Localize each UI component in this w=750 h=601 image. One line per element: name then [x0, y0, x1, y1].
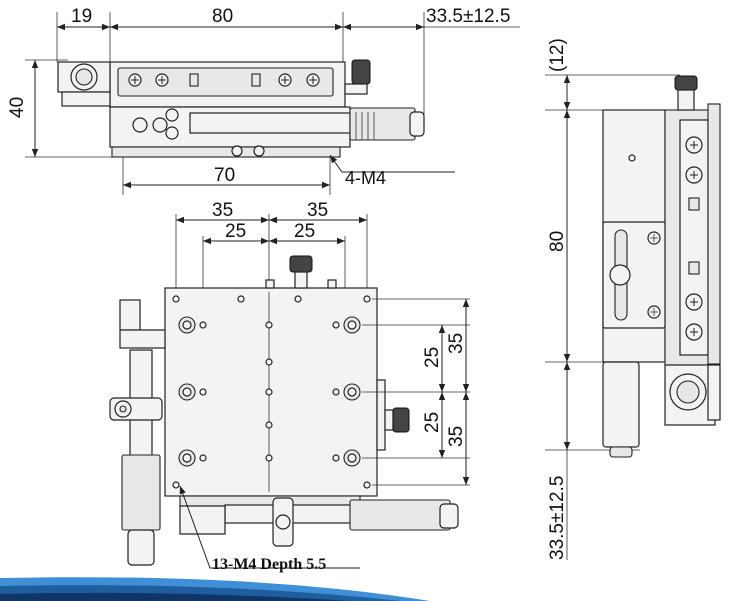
dim-front-travel: 33.5±12.5 — [426, 6, 510, 27]
thread-holes — [172, 295, 371, 489]
dim-side-travel: 33.5±12.5 — [547, 476, 568, 560]
dim-top-35-right: 35 — [307, 200, 328, 221]
dim-top-35-left: 35 — [212, 200, 233, 221]
side-screw-icons — [685, 136, 703, 341]
top-lock-knob-icon — [289, 255, 313, 273]
dim-side-12: (12) — [547, 38, 568, 72]
side-view: (12) 80 33.5±12.5 — [545, 38, 721, 560]
left-micrometer — [109, 299, 166, 566]
dim-front-19: 19 — [71, 6, 92, 27]
dim-front-70: 70 — [214, 165, 235, 186]
dim-top-25-right: 25 — [294, 221, 315, 242]
front-view: 19 80 33.5±12.5 40 — [7, 6, 520, 195]
side-top-knob-icon — [674, 75, 698, 91]
dim-top-v35-upper: 35 — [446, 333, 467, 354]
dim-side-80: 80 — [547, 231, 568, 252]
footer-swoosh — [0, 577, 430, 601]
dim-top-25-left: 25 — [225, 221, 246, 242]
note-4-m4: 4-M4 — [345, 168, 386, 188]
dim-front-80: 80 — [212, 6, 233, 27]
mount-holes — [178, 316, 361, 467]
dim-top-v35-lower: 35 — [446, 426, 467, 447]
base-plate — [111, 146, 341, 158]
side-lock-knob-icon — [392, 407, 410, 433]
dim-front-40: 40 — [7, 97, 28, 118]
lock-knob-icon — [351, 59, 371, 85]
side-micrometer — [602, 361, 640, 448]
top-view: 35 35 25 25 — [109, 200, 470, 573]
dim-top-v25-lower: 25 — [422, 412, 443, 433]
note-13-m4: 13-M4 Depth 5.5 — [212, 556, 326, 573]
dim-top-v25-upper: 25 — [422, 347, 443, 368]
screw-icons — [128, 73, 320, 87]
micrometer — [189, 107, 425, 141]
bottom-micrometer — [179, 497, 459, 547]
